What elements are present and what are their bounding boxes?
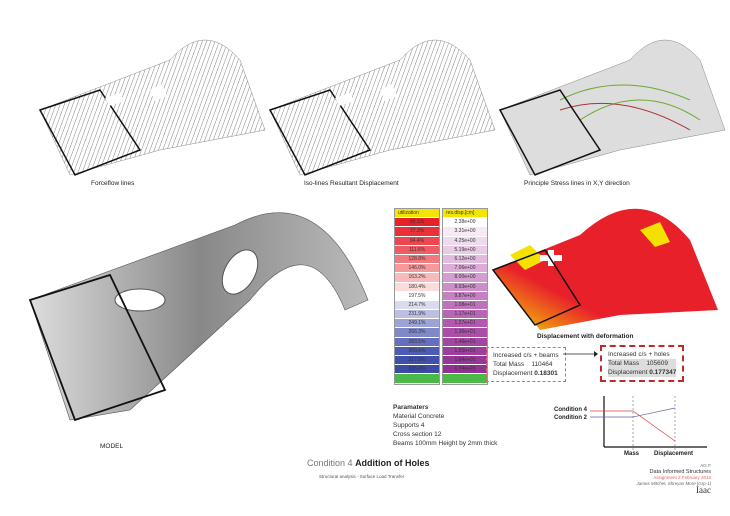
deformation-image [491, 208, 718, 330]
mass-value: 105609 [646, 360, 669, 367]
legend-row: 2.38e+00 [443, 218, 487, 228]
footer: A0: F Data Informed Structures Assignmen… [636, 463, 711, 495]
legend-row: 8.93e+00 [443, 282, 487, 292]
legend-condition-2: Condition 2 [554, 415, 587, 421]
disp-value: 0.18301 [534, 370, 558, 377]
legend-row: 180.4% [395, 282, 439, 292]
mass-label: Total Mass [608, 360, 640, 367]
legend-row: 163.2% [395, 273, 439, 283]
box-beams-title: Increased c/s + beams [493, 352, 559, 359]
title-main: Addition of Holes [355, 458, 430, 468]
param-line: Material Concrete [393, 413, 445, 420]
legend-row: 266.3% [395, 328, 439, 338]
series-condition-2 [590, 407, 676, 418]
legend-row: 111.6% [395, 245, 439, 255]
legend-row: 335.0% [395, 365, 439, 375]
legend-row: 1.64e+01 [443, 356, 487, 366]
shell-principal-stress [498, 39, 726, 176]
box-holes: Increased c/s + holes Total Mass 105609 … [600, 345, 685, 382]
disp-value: 0.177347 [649, 369, 677, 376]
caption-model: MODEL [100, 443, 124, 450]
caption-principal-stress: Principle Stress lines in X,Y direction [524, 180, 630, 187]
param-line: Cross section 12 [393, 431, 442, 438]
legend-row: 231.9% [395, 310, 439, 320]
legend-row: 197.5% [395, 291, 439, 301]
box-holes-title: Increased c/s + holes [608, 351, 670, 358]
legend-row: 300.6% [395, 346, 439, 356]
legend-row: 1.46e+01 [443, 337, 487, 347]
utilization-header: utilization [395, 209, 439, 219]
legend-row: 146.0% [395, 264, 439, 274]
legend-row: 8.00e+00 [443, 273, 487, 283]
legend-footer [395, 374, 439, 384]
mass-value: 110464 [531, 361, 553, 368]
displacement-header: res.disp.[cm] [443, 209, 487, 219]
course-title: Data Informed Structures [649, 469, 711, 475]
x-label-mass: Mass [624, 451, 640, 457]
iaac-logo: Iaac [696, 485, 711, 495]
legend-row: 7.06e+00 [443, 264, 487, 274]
legend-row: 283.5% [395, 337, 439, 347]
legend-row: 128.8% [395, 254, 439, 265]
legend-row: 5.19e+00 [443, 245, 487, 255]
legend-row: 4.25e+00 [443, 236, 487, 246]
disp-label: Displacement [608, 369, 648, 376]
mass-label: Total Mass [493, 361, 525, 368]
legend-row: 9.87e+00 [443, 291, 487, 301]
authors: James Mitchel, Shreyas More [Grp-1] [636, 481, 711, 486]
legend-footer [443, 374, 487, 384]
caption-isolines: Iso-lines Resultant Displacement [304, 180, 399, 187]
box-beams: Increased c/s + beams Total Mass 110464 … [486, 347, 566, 382]
x-label-displacement: Displacement [654, 451, 694, 457]
parameters: Paramaters Material Concrete Supports 4 … [393, 403, 497, 448]
legend-row: 214.7% [395, 300, 439, 311]
legend-row: 249.1% [395, 319, 439, 329]
assignment: Assignment 2 February 2015 [653, 475, 711, 480]
legend-row: 1.27e+01 [443, 319, 487, 329]
legend-row: 1.08e+01 [443, 300, 487, 311]
legend-row: 94.4% [395, 236, 439, 246]
legend-row: 6.12e+00 [443, 254, 487, 265]
title-prefix: Condition 4 [307, 458, 353, 468]
legend-row: 1.55e+01 [443, 346, 487, 356]
legend-row: 1.36e+01 [443, 328, 487, 338]
page-number: A0: F [700, 463, 711, 468]
shell-forceflow [38, 39, 266, 176]
utilization-legend: utilization 60.1%77.3%94.4%111.6%128.8%1… [394, 208, 440, 385]
param-line: Beams 100mm Height by 2mm thick [393, 440, 498, 447]
legend-row: 1.17e+01 [443, 310, 487, 320]
legend-row: 77.3% [395, 227, 439, 237]
legend-condition-4: Condition 4 [554, 407, 587, 413]
legend-row: 60.1% [395, 218, 439, 228]
caption-forceflow: Forceflow lines [91, 180, 135, 187]
legend-row: 3.31e+00 [443, 227, 487, 237]
page-title: Condition 4 Addition of Holes [307, 458, 430, 468]
shell-isolines [268, 39, 496, 176]
parameters-title: Paramaters [393, 404, 429, 411]
series-condition-4 [590, 410, 676, 442]
subtitle: Structural analysis - Surface Load Trans… [319, 474, 405, 479]
caption-deformation: Displacement with deformation [537, 333, 634, 340]
legend-row: 317.8% [395, 356, 439, 366]
legend-row: 1.74e+01 [443, 365, 487, 375]
disp-label: Displacement [493, 370, 533, 377]
param-line: Supports 4 [393, 422, 425, 429]
model-image [28, 212, 369, 422]
